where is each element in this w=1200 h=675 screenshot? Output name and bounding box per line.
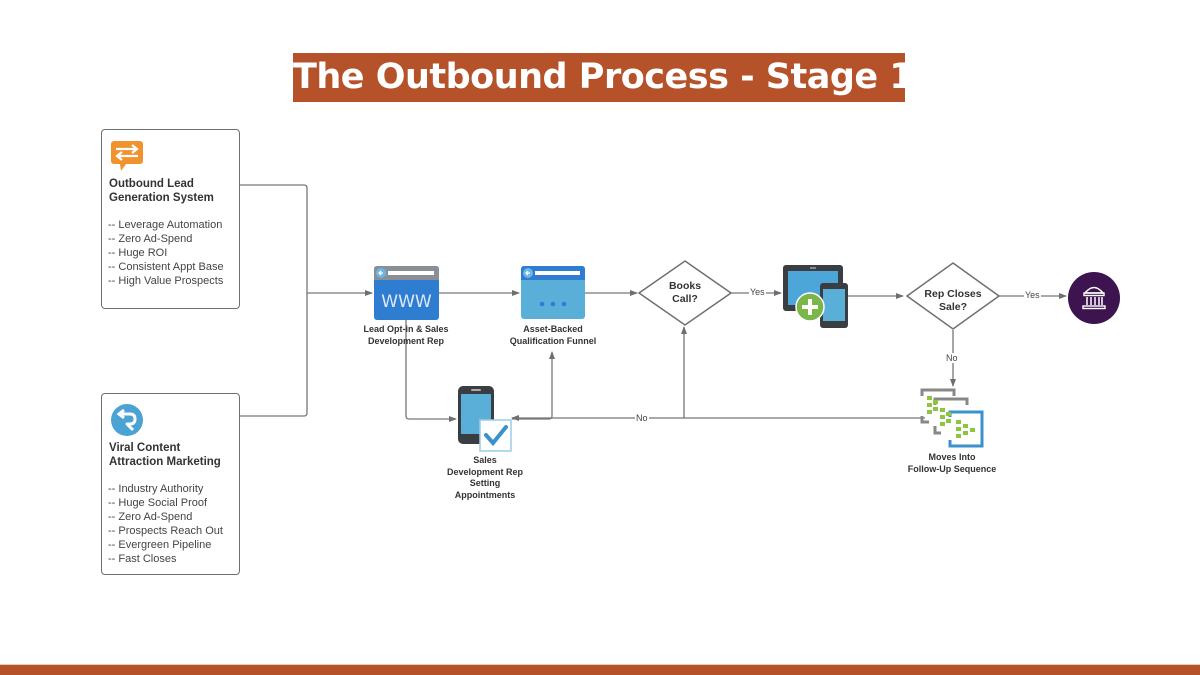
- followup-label: Moves Into Follow-Up Sequence: [907, 452, 997, 474]
- bullet: -- Prospects Reach Out: [108, 525, 223, 537]
- connector-sdr-to-funnel: [512, 351, 555, 420]
- rep-closes-text: Rep Closes Sale?: [924, 288, 982, 313]
- lead-optin-label: Lead Opt-in & Sales Development Rep: [363, 324, 449, 346]
- sdr-label: Sales Development Rep Setting Appointmen…: [446, 455, 524, 500]
- bullet: -- Evergreen Pipeline: [108, 539, 212, 551]
- browser-window-icon: [521, 266, 585, 324]
- edge-label-rep-no: No: [945, 353, 959, 363]
- refresh-arrow-icon: [110, 403, 144, 442]
- bullet: -- Zero Ad-Spend: [108, 511, 193, 523]
- bullet: -- Huge ROI: [108, 247, 168, 259]
- bullet: -- Zero Ad-Spend: [108, 233, 193, 245]
- page-title: The Outbound Process - Stage 1: [293, 53, 914, 102]
- edge-label-rep-yes: Yes: [1024, 290, 1041, 300]
- www-browser-icon: WWW: [374, 266, 439, 325]
- bullet: -- Fast Closes: [108, 553, 177, 565]
- phone-check-icon: [458, 386, 512, 457]
- devices-add-icon: [783, 265, 849, 334]
- source-heading: Viral Content Attraction Marketing: [109, 442, 221, 468]
- edge-label-loop-no: No: [635, 413, 649, 423]
- funnel-label: Asset-Backed Qualification Funnel: [509, 324, 597, 346]
- chat-exchange-icon: [110, 140, 144, 177]
- source-bullets: -- Leverage Automation -- Zero Ad-Spend …: [108, 218, 224, 288]
- connector-lead-to-sdr: [405, 320, 457, 422]
- connector-source1: [239, 184, 308, 417]
- bank-icon: [1068, 272, 1120, 329]
- source-heading: Outbound Lead Generation System: [109, 178, 214, 204]
- sequence-icon: [919, 388, 987, 457]
- footer-bar: [0, 664, 1200, 675]
- bullet: -- Huge Social Proof: [108, 497, 208, 509]
- bullet: -- Leverage Automation: [108, 219, 223, 231]
- decision-rep-closes: [905, 262, 1001, 330]
- books-call-text: Books Call?: [668, 280, 702, 305]
- source-bullets: -- Industry Authority -- Huge Social Pro…: [108, 482, 223, 566]
- source-card-viral: Viral Content Attraction Marketing -- In…: [101, 393, 240, 575]
- decision-books-call: [637, 260, 733, 326]
- bullet: -- Consistent Appt Base: [108, 261, 224, 273]
- bullet: -- Industry Authority: [108, 483, 204, 495]
- svg-text:WWW: WWW: [381, 292, 432, 312]
- edge-label-books-yes: Yes: [749, 287, 766, 297]
- source-card-outbound: Outbound Lead Generation System -- Lever…: [101, 129, 240, 309]
- bullet: -- High Value Prospects: [108, 275, 224, 287]
